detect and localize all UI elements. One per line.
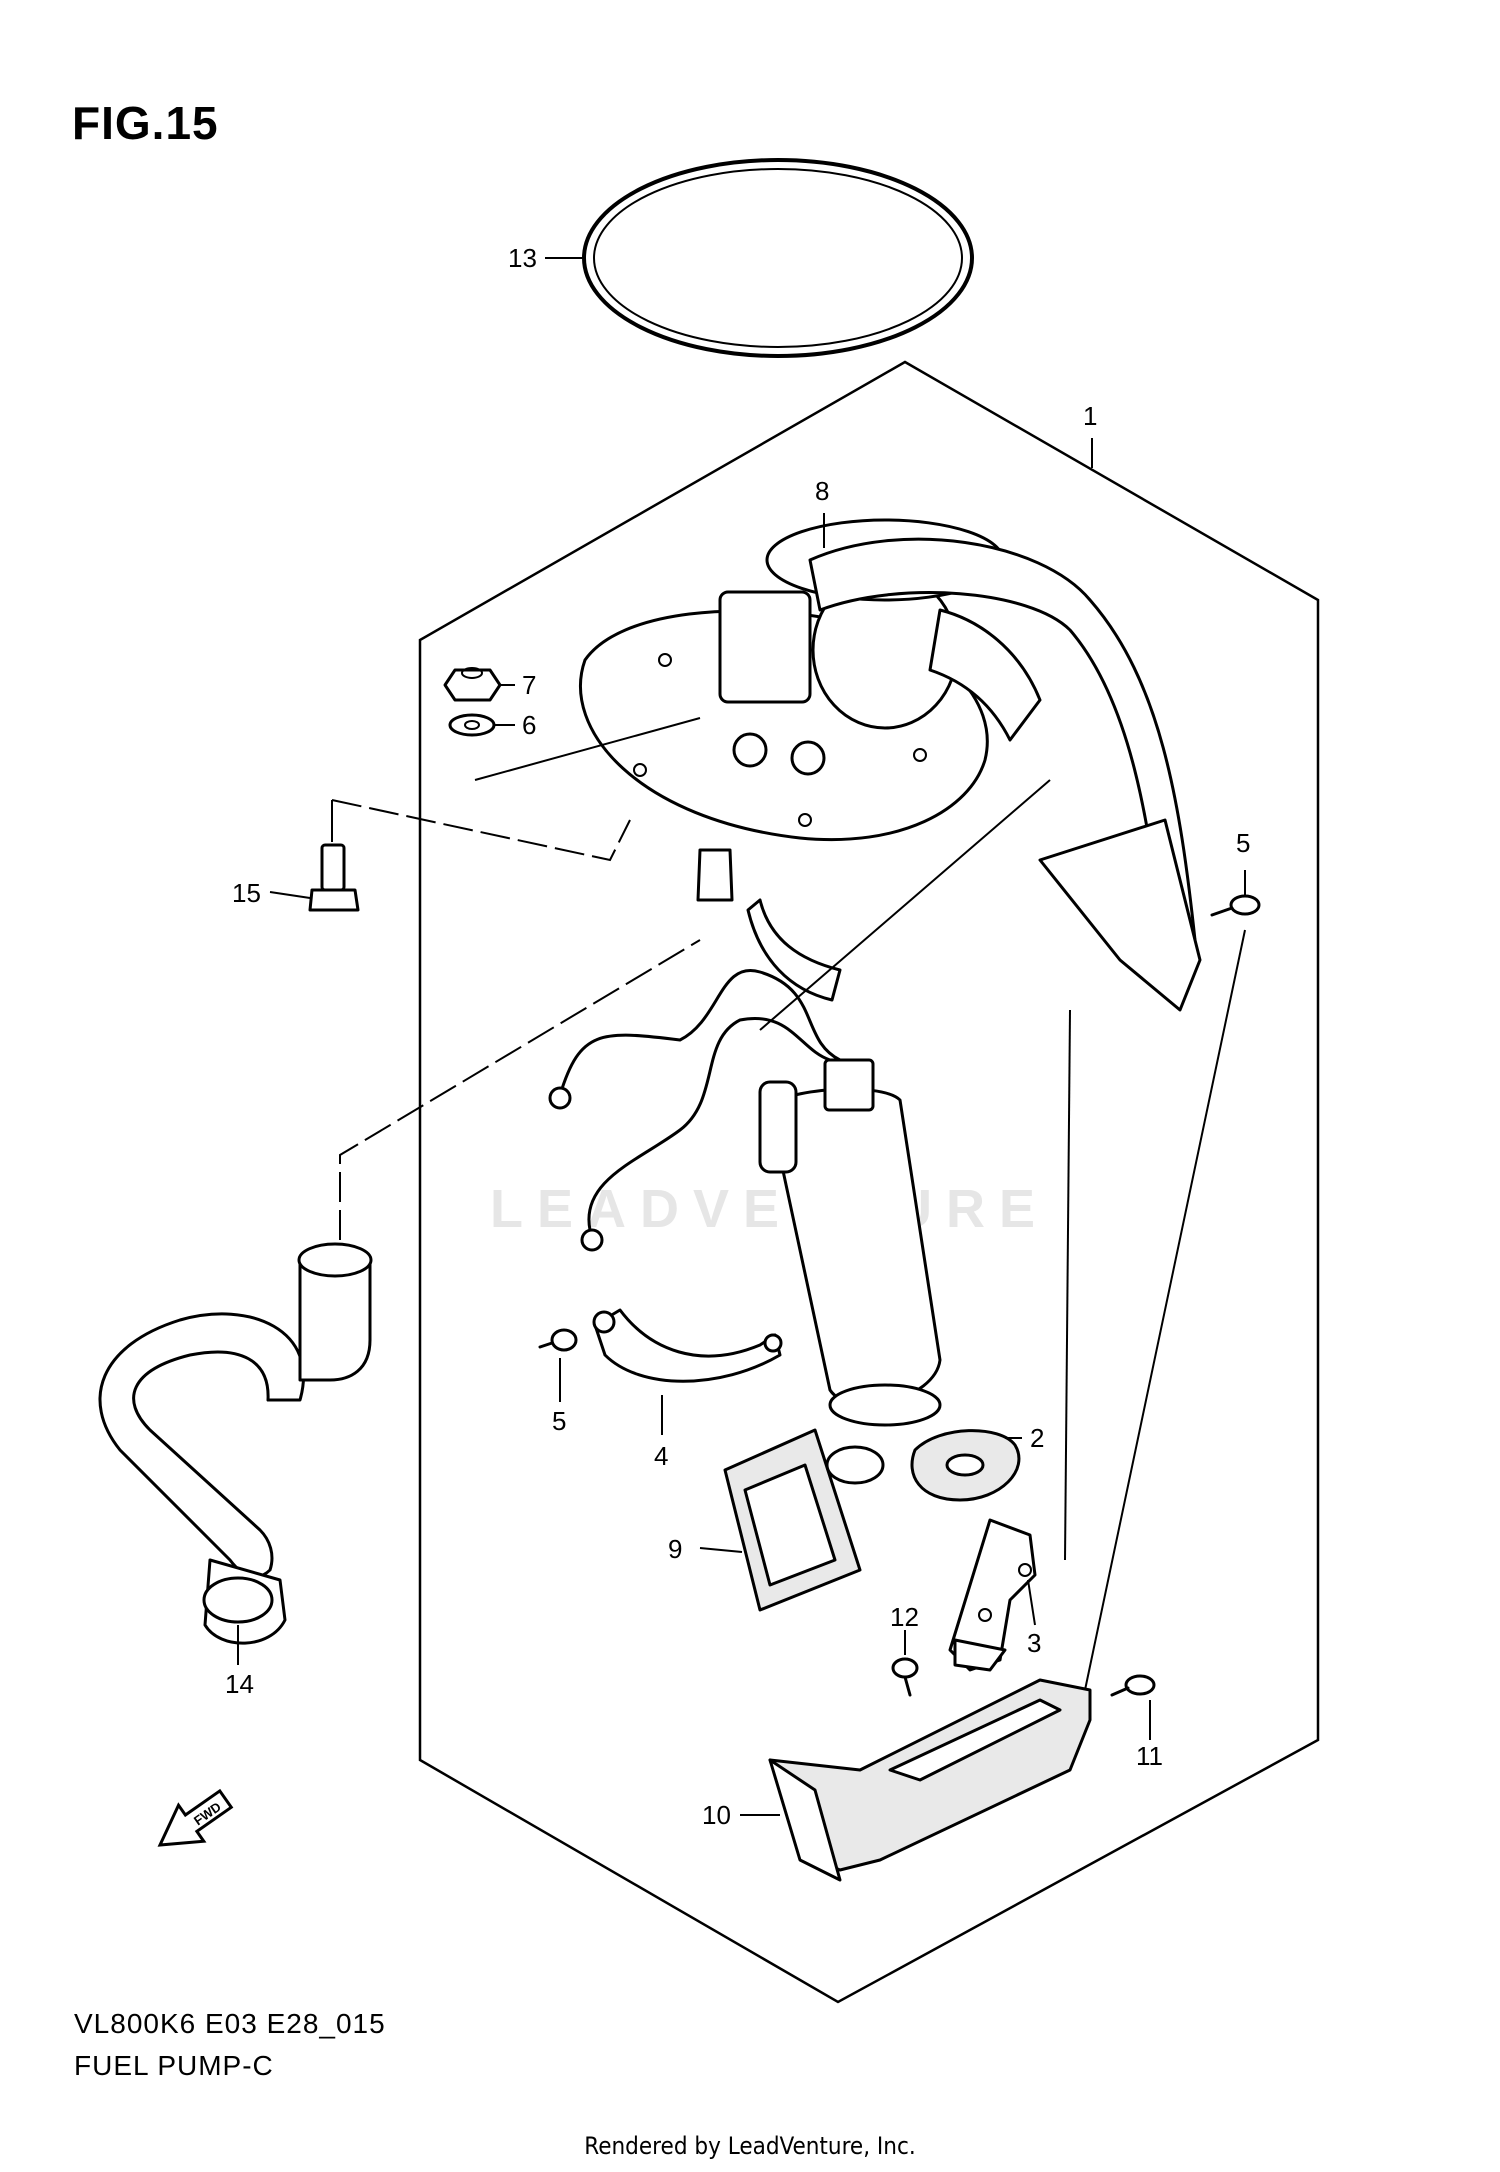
bolt-part-15[interactable] bbox=[308, 843, 360, 912]
callout-9: 9 bbox=[668, 1534, 682, 1564]
clamp-band-part-4[interactable] bbox=[592, 1308, 783, 1383]
regulator-assembly-part-8[interactable] bbox=[718, 518, 1202, 1012]
callout-4: 4 bbox=[654, 1441, 668, 1471]
footer-credit: Rendered by LeadVenture, Inc. bbox=[584, 2132, 916, 2160]
screw-part-12[interactable] bbox=[891, 1657, 919, 1697]
screw-part-11[interactable] bbox=[1110, 1674, 1156, 1697]
figure-title: FIG.15 bbox=[72, 97, 219, 149]
fuel-pump-body[interactable] bbox=[758, 1058, 942, 1427]
callout-11: 11 bbox=[1136, 1741, 1163, 1771]
filter-part-9[interactable] bbox=[723, 1428, 885, 1612]
screw-part-5-left[interactable] bbox=[538, 1328, 578, 1352]
washer-part-6[interactable] bbox=[448, 713, 496, 737]
leader-lines bbox=[237, 257, 1246, 1816]
callout-7: 7 bbox=[522, 670, 536, 700]
callout-6: 6 bbox=[522, 710, 536, 740]
callout-10: 10 bbox=[702, 1800, 731, 1830]
callout-13: 13 bbox=[508, 243, 537, 273]
fwd-arrow-icon: FWD bbox=[157, 1788, 234, 1847]
damper-part-2[interactable] bbox=[910, 1429, 1021, 1502]
callout-5-left: 5 bbox=[552, 1406, 566, 1436]
callout-15: 15 bbox=[232, 878, 261, 908]
callout-14: 14 bbox=[225, 1669, 254, 1699]
screw-part-5-right[interactable] bbox=[1210, 894, 1261, 917]
outlet-hose-stub bbox=[696, 848, 842, 1002]
callout-1: 1 bbox=[1083, 401, 1097, 431]
nut-part-7[interactable] bbox=[443, 667, 502, 702]
callout-8: 8 bbox=[815, 476, 829, 506]
tray-part-10[interactable] bbox=[768, 1678, 1092, 1882]
wiring-harness bbox=[548, 968, 842, 1252]
model-code: VL800K6 E03 E28_015 bbox=[74, 2008, 386, 2039]
bracket-part-3[interactable] bbox=[948, 1518, 1037, 1672]
watermark: LEADVENTURE bbox=[490, 1179, 1050, 1239]
o-ring-part-13[interactable] bbox=[582, 158, 974, 358]
assembly-outline-part-1 bbox=[418, 360, 1320, 2004]
callout-12: 12 bbox=[890, 1602, 919, 1632]
callout-3: 3 bbox=[1027, 1628, 1041, 1658]
fuel-hose-part-14[interactable] bbox=[98, 1242, 373, 1645]
callout-2: 2 bbox=[1030, 1423, 1044, 1453]
section-name: FUEL PUMP-C bbox=[74, 2050, 274, 2081]
callout-5-right: 5 bbox=[1236, 828, 1250, 858]
